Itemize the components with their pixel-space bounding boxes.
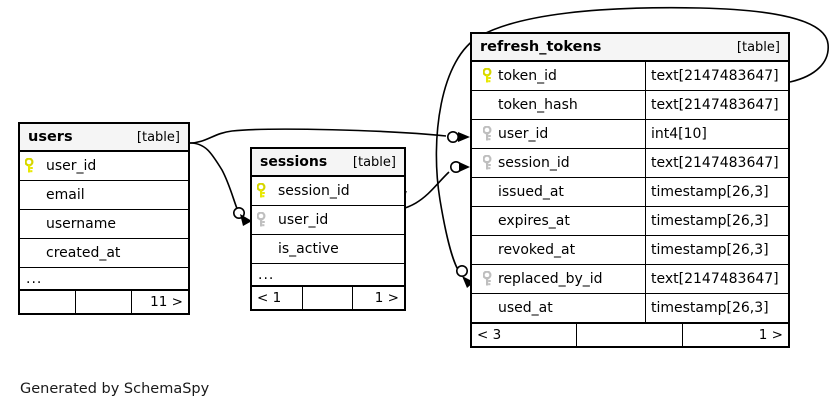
column-row-users-username[interactable]: username xyxy=(20,210,188,239)
column-name-cell-user-id: user_id xyxy=(472,120,645,148)
column-name-refresh-tokens-replaced-by-id: replaced_by_id xyxy=(498,271,603,287)
table-users-footer: 11 > xyxy=(20,290,188,313)
column-name-refresh-tokens-token-hash: token_hash xyxy=(498,97,578,113)
no-key-spacer xyxy=(20,181,40,209)
column-name-refresh-tokens-expires-at: expires_at xyxy=(498,213,570,229)
column-row-sessions-session-id[interactable]: session_id xyxy=(252,177,404,206)
column-name-users-created-at: created_at xyxy=(46,245,121,261)
column-row-sessions-is-active[interactable]: is_active xyxy=(252,235,404,264)
table-refresh-tokens[interactable]: refresh_tokens [table] token_id text[214… xyxy=(470,32,790,348)
column-type-refresh-tokens-issued-at: timestamp[26,3] xyxy=(645,178,788,206)
column-name-sessions-session-id: session_id xyxy=(278,183,350,199)
table-refresh-tokens-footer-left[interactable]: < 3 xyxy=(472,324,578,346)
column-row-refresh-tokens-token-id[interactable]: token_id text[2147483647] xyxy=(472,62,788,91)
foreign-key-icon xyxy=(252,206,272,234)
column-name-cell-session-id: session_id xyxy=(472,149,645,177)
column-name-refresh-tokens-user-id: user_id xyxy=(498,126,549,142)
column-type-refresh-tokens-token-id: text[2147483647] xyxy=(645,62,788,90)
foreign-key-icon xyxy=(478,126,498,142)
optional-marker-refresh-replaced-by-id xyxy=(455,264,468,277)
table-refresh-tokens-type-label: [table] xyxy=(736,39,780,55)
foreign-key-icon xyxy=(478,271,498,287)
table-users-footer-middle[interactable] xyxy=(76,291,132,313)
table-refresh-tokens-footer-middle[interactable] xyxy=(577,324,683,346)
column-row-refresh-tokens-revoked-at[interactable]: revoked_at timestamp[26,3] xyxy=(472,236,788,265)
column-type-refresh-tokens-session-id: text[2147483647] xyxy=(645,149,788,177)
column-row-sessions-user-id[interactable]: user_id xyxy=(252,206,404,235)
table-refresh-tokens-header: refresh_tokens [table] xyxy=(472,34,788,62)
column-row-users-created-at[interactable]: created_at xyxy=(20,239,188,268)
column-name-refresh-tokens-revoked-at: revoked_at xyxy=(498,242,576,258)
table-users[interactable]: users [table] user_id email username cre… xyxy=(18,122,190,315)
column-type-refresh-tokens-expires-at: timestamp[26,3] xyxy=(645,207,788,235)
column-name-cell-expires-at: expires_at xyxy=(472,207,645,235)
optional-marker-refresh-user-id xyxy=(446,131,459,144)
column-type-refresh-tokens-revoked-at: timestamp[26,3] xyxy=(645,236,788,264)
table-users-collapsed-marker[interactable]: ... xyxy=(20,268,188,290)
column-name-users-user-id: user_id xyxy=(46,158,97,174)
table-sessions-footer-right[interactable]: 1 > xyxy=(374,290,399,306)
table-refresh-tokens-footer: < 3 1 > xyxy=(472,323,788,346)
foreign-key-icon xyxy=(478,155,498,171)
table-users-name: users xyxy=(28,129,73,145)
column-row-refresh-tokens-session-id[interactable]: session_id text[2147483647] xyxy=(472,149,788,178)
column-name-sessions-user-id: user_id xyxy=(278,212,329,228)
column-name-refresh-tokens-issued-at: issued_at xyxy=(498,184,564,200)
column-type-refresh-tokens-token-hash: text[2147483647] xyxy=(645,91,788,119)
table-sessions-header: sessions [table] xyxy=(252,149,404,177)
table-sessions-type-label: [table] xyxy=(352,154,396,170)
table-users-footer-left[interactable] xyxy=(20,291,76,313)
table-refresh-tokens-footer-right[interactable]: 1 > xyxy=(758,327,783,343)
column-name-cell-replaced-by-id: replaced_by_id xyxy=(472,265,645,293)
column-name-cell-token-id: token_id xyxy=(472,62,645,90)
column-name-refresh-tokens-token-id: token_id xyxy=(498,68,557,84)
table-users-header: users [table] xyxy=(20,124,188,152)
table-sessions-footer-left[interactable]: < 1 xyxy=(252,287,303,309)
optional-marker-refresh-session-id xyxy=(449,161,462,174)
column-name-refresh-tokens-session-id: session_id xyxy=(498,155,570,171)
no-key-spacer xyxy=(20,239,40,267)
table-sessions[interactable]: sessions [table] session_id user_id is_a… xyxy=(250,147,406,311)
arrow-refresh-user-id xyxy=(458,132,470,142)
column-name-cell-revoked-at: revoked_at xyxy=(472,236,645,264)
primary-key-icon xyxy=(20,152,40,180)
column-name-refresh-tokens-used-at: used_at xyxy=(498,300,553,316)
column-name-users-username: username xyxy=(46,216,116,232)
primary-key-icon xyxy=(252,177,272,205)
column-row-refresh-tokens-replaced-by-id[interactable]: replaced_by_id text[2147483647] xyxy=(472,265,788,294)
column-row-refresh-tokens-issued-at[interactable]: issued_at timestamp[26,3] xyxy=(472,178,788,207)
table-refresh-tokens-name: refresh_tokens xyxy=(480,39,602,55)
column-row-refresh-tokens-expires-at[interactable]: expires_at timestamp[26,3] xyxy=(472,207,788,236)
diagram-caption: Generated by SchemaSpy xyxy=(20,381,210,397)
column-row-users-email[interactable]: email xyxy=(20,181,188,210)
arrow-refresh-session-id xyxy=(459,162,470,172)
no-key-spacer xyxy=(20,210,40,238)
column-name-cell-issued-at: issued_at xyxy=(472,178,645,206)
column-name-sessions-is-active: is_active xyxy=(278,241,339,257)
column-row-users-user-id[interactable]: user_id xyxy=(20,152,188,181)
edge-users-to-refresh-tokens xyxy=(189,128,447,144)
column-type-refresh-tokens-used-at: timestamp[26,3] xyxy=(645,294,788,322)
optional-marker-sessions-user-id xyxy=(233,207,246,220)
column-type-refresh-tokens-user-id: int4[10] xyxy=(645,120,788,148)
table-sessions-name: sessions xyxy=(260,154,328,170)
column-row-refresh-tokens-user-id[interactable]: user_id int4[10] xyxy=(472,120,788,149)
table-sessions-footer: < 1 1 > xyxy=(252,286,404,309)
column-row-refresh-tokens-token-hash[interactable]: token_hash text[2147483647] xyxy=(472,91,788,120)
no-key-spacer xyxy=(252,235,272,263)
table-users-footer-right[interactable]: 11 > xyxy=(150,294,183,310)
table-sessions-footer-middle[interactable] xyxy=(303,287,354,309)
table-users-type-label: [table] xyxy=(136,129,180,145)
primary-key-icon xyxy=(478,68,498,84)
column-name-cell-token-hash: token_hash xyxy=(472,91,645,119)
column-name-cell-used-at: used_at xyxy=(472,294,645,322)
table-sessions-collapsed-marker[interactable]: ... xyxy=(252,264,404,286)
column-row-refresh-tokens-used-at[interactable]: used_at timestamp[26,3] xyxy=(472,294,788,323)
column-type-refresh-tokens-replaced-by-id: text[2147483647] xyxy=(645,265,788,293)
column-name-users-email: email xyxy=(46,187,85,203)
edge-users-to-sessions xyxy=(189,142,239,212)
